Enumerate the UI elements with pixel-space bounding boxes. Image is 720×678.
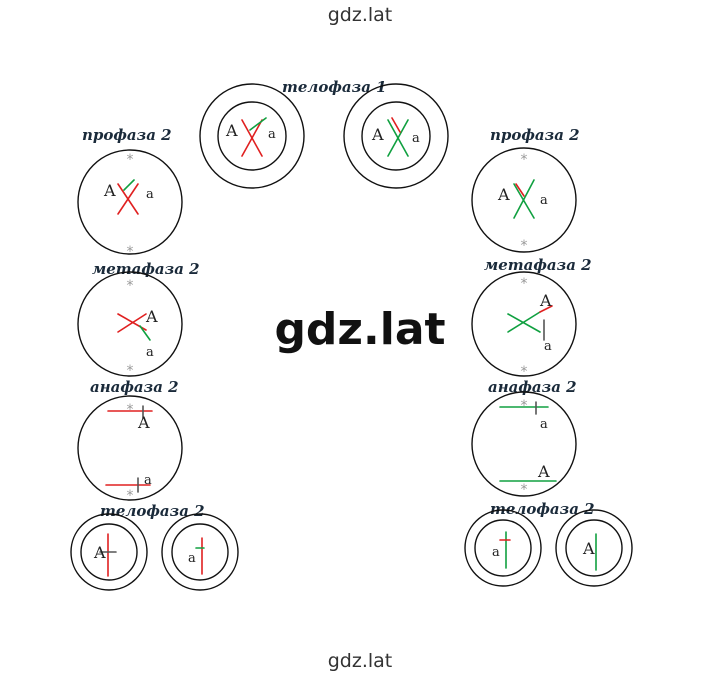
allele-dominant: A [137,413,150,432]
allele-recessive: a [144,473,152,488]
allele-dominant: A [145,307,158,326]
cell-telophase-1-right-inner [361,101,431,171]
chromosome-green-fragment [249,117,267,131]
cell-telophase-2-r1-outer [464,509,542,587]
chromosome-red [117,183,139,215]
label-telophase-1: телофаза 1 [282,78,387,96]
cell-anaphase-2-right [471,391,577,497]
label-metaphase-2-right: метафаза 2 [484,256,592,274]
centrosome: * [127,363,134,379]
allele-recessive: a [146,345,154,360]
centrosome: * [521,398,528,414]
chromosome-red-fragment [515,183,525,197]
chromosome-green [513,179,535,219]
allele-recessive: a [540,417,548,432]
label-anaphase-2-left: анафаза 2 [90,378,179,396]
centrosome: * [521,482,528,498]
watermark-bottom: gdz.lat [327,650,393,672]
cell-anaphase-2-left [77,395,183,501]
allele-dominant: A [371,125,384,144]
chromosome-green [513,183,535,219]
cell-metaphase-2-left [77,271,183,377]
cell-telophase-1-left-inner [217,101,287,171]
centrosome: * [127,278,134,294]
allele-dominant: A [225,121,238,140]
watermark-center: gdz.lat [274,304,446,355]
chromosome-green-fragment [139,325,151,341]
cell-telophase-2-l1-inner [80,523,138,581]
centrosome: * [521,364,528,380]
cell-telophase-2-r2-inner [565,519,623,577]
chromosome-green-fragment [123,179,135,191]
chromosome-green [507,311,541,333]
allele-recessive: a [146,187,154,202]
chromosome-red-fragment [391,117,401,133]
allele-recessive: a [268,127,276,142]
label-telophase-2-left: телофаза 2 [100,502,205,520]
cell-telophase-2-l2-outer [161,513,239,591]
label-prophase-2-right: профаза 2 [490,126,580,144]
centrosome: * [521,152,528,168]
allele-dominant: A [537,462,550,481]
watermark-top: gdz.lat [327,4,393,26]
cell-telophase-1-left-outer [199,83,305,189]
allele-dominant: A [93,543,106,562]
label-telophase-2-right: телофаза 2 [490,500,595,518]
label-prophase-2-left: профаза 2 [82,126,172,144]
centrosome: * [521,276,528,292]
cell-telophase-2-r1-inner [474,519,532,577]
centrosome: * [127,244,134,260]
centrosome: * [127,152,134,168]
chromosome-red [241,119,263,157]
chromosome-green [507,313,541,333]
cell-prophase-2-left [77,149,183,255]
cell-telophase-1-right-outer [343,83,449,189]
cell-telophase-2-l2-inner [171,523,229,581]
allele-recessive: a [544,339,552,354]
centrosome: * [127,488,134,504]
cell-telophase-2-r2-outer [555,509,633,587]
cell-metaphase-2-right [471,271,577,377]
centrosome: * [521,238,528,254]
allele-dominant: A [497,185,510,204]
allele-recessive: a [540,193,548,208]
centrosome: * [127,402,134,418]
allele-dominant: A [582,539,595,558]
allele-dominant: A [539,291,552,310]
allele-recessive: a [492,545,500,560]
chromosome-red [117,313,147,333]
cell-prophase-2-right [471,147,577,253]
allele-recessive: a [188,551,196,566]
label-anaphase-2-right: анафаза 2 [488,378,577,396]
chromosome-green [387,119,409,157]
allele-recessive: a [412,131,420,146]
chromosome-red-fragment [539,305,553,313]
cell-telophase-2-l1-outer [70,513,148,591]
allele-dominant: A [103,181,116,200]
